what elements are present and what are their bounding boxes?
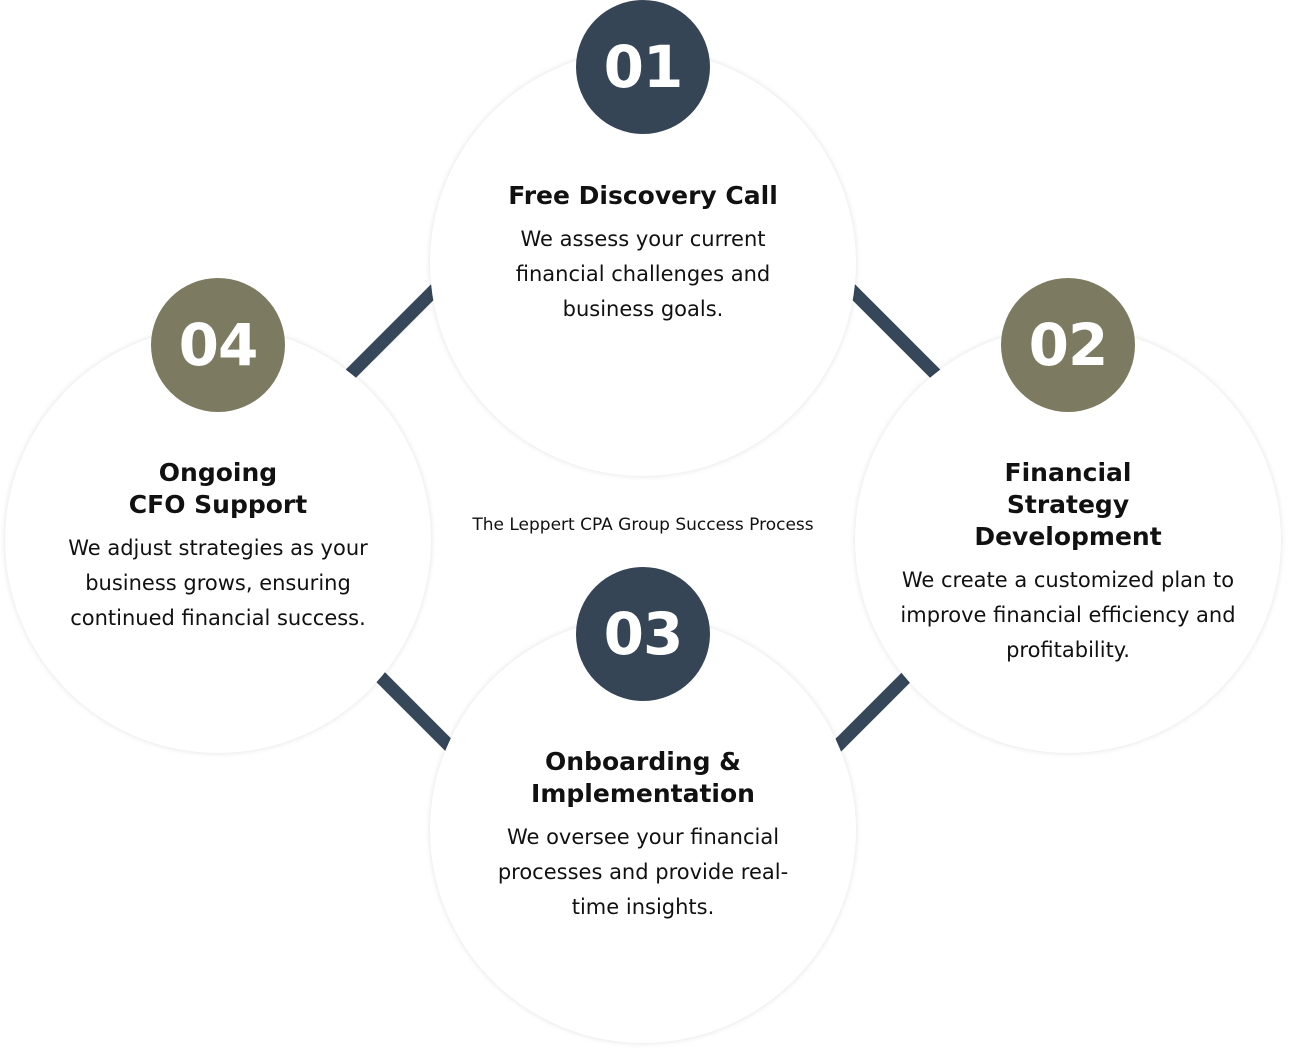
step-description: We adjust strategies as your business gr… (68, 536, 368, 630)
step-text-2: Financial Strategy Development We create… (893, 457, 1243, 668)
step-title: Free Discovery Call (508, 181, 778, 210)
step-badge-2: 02 (1001, 278, 1135, 412)
connector-1-4 (335, 280, 444, 390)
step-text-4: Ongoing CFO Support We adjust strategies… (48, 457, 388, 636)
step-title: Onboarding & Implementation (531, 747, 755, 808)
step-description: We create a customized plan to improve f… (900, 568, 1236, 662)
step-text-3: Onboarding & Implementation We oversee y… (478, 746, 808, 925)
step-description: We oversee your financial processes and … (497, 825, 789, 919)
step-badge-4: 04 (151, 278, 285, 412)
step-badge-3: 03 (576, 567, 710, 701)
process-caption: The Leppert CPA Group Success Process (472, 515, 814, 535)
step-description: We assess your current financial challen… (515, 227, 771, 321)
step-title: Financial Strategy Development (974, 458, 1162, 551)
step-badge-1: 01 (576, 0, 710, 134)
step-title: Ongoing CFO Support (128, 458, 308, 519)
step-text-1: Free Discovery Call We assess your curre… (463, 180, 823, 327)
